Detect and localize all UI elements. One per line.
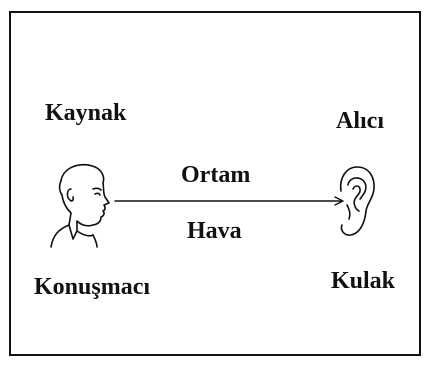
diagram-frame: Kaynak Alıcı Ortam Hava Konuşmacı Kulak (9, 11, 421, 356)
speaker-head-icon (50, 163, 110, 248)
ear-icon (339, 166, 375, 236)
source-label: Kaynak (45, 100, 127, 126)
medium-value-label: Hava (187, 218, 242, 244)
medium-label: Ortam (181, 162, 251, 188)
receiver-label: Alıcı (336, 108, 384, 134)
ear-label: Kulak (331, 268, 396, 294)
arrow-right-icon (114, 196, 344, 206)
speaker-label: Konuşmacı (34, 274, 151, 300)
